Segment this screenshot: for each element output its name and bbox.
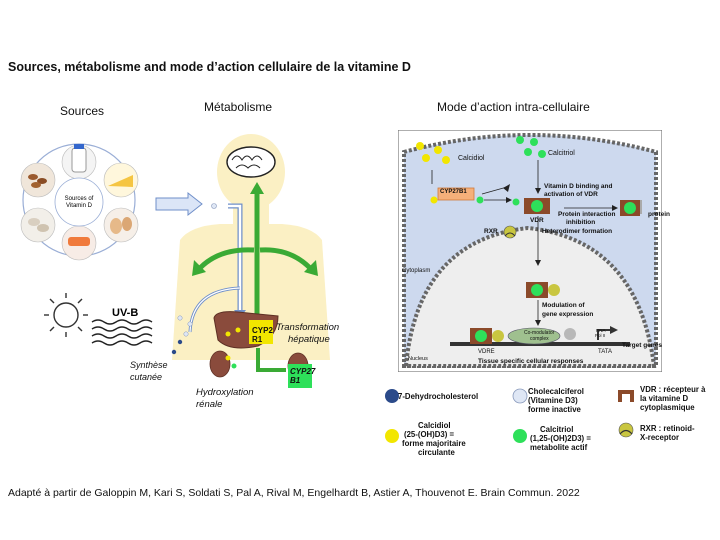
calcitriol-dots: [516, 136, 546, 158]
metabolism-heading: Métabolisme: [204, 100, 273, 114]
transformation-line2: hépatique: [288, 334, 330, 345]
binding-line1: Vitamin D binding and: [544, 183, 613, 190]
vdr-label: VDR: [530, 217, 544, 224]
nucleus-label: Nucleus: [408, 356, 428, 362]
vdr-rxr-complex: [526, 282, 560, 298]
transformation-line1: Transformation: [276, 322, 340, 333]
cyp2r1-badge: [249, 320, 273, 344]
milk-bottle-icon: [61, 144, 97, 180]
intake-arrow: [155, 191, 203, 217]
legend-rxr-1: RXR : retinoid-: [640, 424, 695, 433]
target-genes-label: Target genes: [622, 342, 662, 349]
liver-kidney-arrow: [256, 348, 286, 372]
binding-line2: activation of VDR: [544, 191, 598, 198]
vdre-label: VDRE: [478, 349, 495, 355]
cell-panel: [398, 130, 662, 372]
sources-center: [54, 177, 104, 227]
legend-vdr-icon: [618, 390, 634, 402]
legend-vdr-1: VDR : récepteur à: [640, 385, 706, 394]
cyp27b1-box-label: CYP27B1: [440, 189, 467, 195]
calcitriol-arrows: [198, 192, 312, 332]
interaction-line2: inhibition: [566, 219, 596, 226]
mode-heading: Mode d’action intra-cellulaire: [437, 100, 590, 114]
skin-dots: [171, 315, 193, 355]
modulation-line1: Modulation of: [542, 302, 585, 309]
center-label-2: Vitamin D: [66, 203, 93, 209]
almonds-icon: [20, 162, 56, 198]
rna-line2: Pol II: [595, 333, 606, 338]
legend-calcitriol-2: (1,25-(OH)2D3) =: [530, 434, 591, 443]
cyp2r1-line1: CYP2: [252, 326, 273, 335]
eggs-icon: [103, 207, 139, 243]
center-label-1: Sources of: [65, 196, 94, 202]
rxr-receptor: [503, 225, 517, 239]
calcidiol-dots: [416, 142, 450, 164]
vdr-receptor: [524, 198, 550, 214]
cyp27b1-line1: CYP27: [290, 367, 316, 376]
legend-dehydro-icon: [385, 389, 399, 403]
mushrooms-icon: [20, 207, 56, 243]
modulation-line2: gene expression: [542, 311, 594, 318]
tata-label: TATA: [598, 349, 612, 355]
dna-complex: [470, 327, 576, 345]
source-caption: Adapté à partir de Galoppin M, Kari S, S…: [8, 487, 580, 499]
legend-calcidiol-3: forme majoritaire: [402, 439, 466, 448]
hydroxylation-line1: Hydroxylation: [196, 387, 254, 398]
legend-vdr-2: la vitamine D: [640, 394, 689, 403]
calcitriol-label: Calcitriol: [548, 150, 575, 157]
legend-icons: [385, 388, 634, 443]
tissue-label: Tissue specific cellular responses: [478, 358, 584, 365]
legend-calcidiol-1: Calcidiol: [418, 421, 451, 430]
rxr-label: RXR: [484, 228, 498, 235]
protein-receptor: [620, 200, 642, 216]
salmon-icon: [61, 225, 97, 261]
rna-line1: RNA: [596, 328, 606, 333]
metabolism-panel: [155, 134, 330, 388]
cheese-icon: [103, 162, 139, 198]
legend-calcitriol-3: metabolite actif: [530, 443, 588, 452]
cyp27b1-line2: B1: [290, 376, 301, 385]
protein-label: protein: [648, 211, 671, 218]
synthese-line1: Synthèse: [130, 360, 168, 370]
synthese-line2: cutanée: [130, 372, 163, 382]
legend-calcidiol-4: circulante: [418, 448, 455, 457]
legend-calcidiol-2: (25-(OH)D3) =: [404, 430, 455, 439]
legend-chole-icon: [512, 388, 528, 404]
uvb-label: UV-B: [112, 307, 138, 319]
cyp27b1-badge: [288, 364, 312, 388]
interaction-line1: Protein interaction: [558, 211, 616, 218]
legend-calcitriol-1: Calcitriol: [540, 425, 574, 434]
legend-vdr-3: cytoplasmique: [640, 403, 695, 412]
hydroxylation-line2: rénale: [196, 399, 223, 410]
sources-panel: Sources of Vitamin D UV-B: [20, 143, 153, 346]
cyp27b1-box: [437, 187, 475, 201]
comodulator-line2: complex: [530, 336, 549, 342]
legend-rxr-2: X-receptor: [640, 433, 679, 442]
legend-chole-1: Cholecalciferol: [528, 387, 584, 396]
calcidiol-label: Calcidiol: [458, 155, 485, 162]
legend-dehydro: 7-Dehydrocholesterol: [398, 392, 479, 401]
legend-chole-2: (Vitamine D3): [528, 396, 578, 405]
cytoplasm-label: Cytoplasm: [402, 268, 431, 274]
heterodimer-label: Heterodimer formation: [542, 228, 613, 235]
sun-icon: [44, 293, 88, 337]
legend-rxr-icon: [618, 422, 634, 438]
uv-waves: [91, 319, 153, 346]
legend-calcitriol-icon: [513, 429, 527, 443]
comodulator-line1: Co-modulator: [524, 330, 555, 336]
sources-heading: Sources: [60, 104, 105, 118]
legend-calcidiol-icon: [385, 429, 399, 443]
figure-title: Sources, métabolisme and mode d’action c…: [8, 60, 411, 74]
legend-chole-3: forme inactive: [528, 405, 581, 414]
cyp2r1-line2: R1: [252, 335, 263, 344]
brain-icon: [226, 146, 276, 178]
